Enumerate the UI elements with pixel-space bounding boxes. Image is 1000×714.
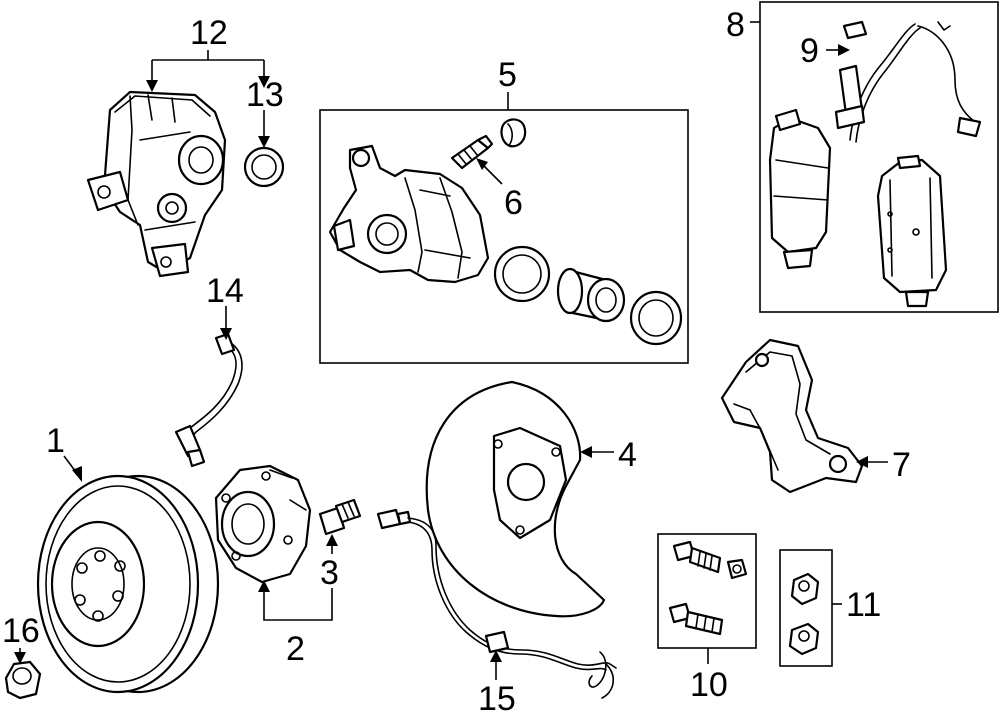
part-10-bolts [668, 540, 748, 636]
part-1-rotor [36, 474, 220, 694]
part-4-splash-shield [425, 380, 606, 618]
callout-12: 12 [190, 14, 228, 52]
part-8-inner-pad [768, 108, 832, 270]
callout-4: 4 [618, 436, 637, 474]
part-5-piston-seal [493, 245, 551, 303]
callout-2: 2 [286, 630, 305, 668]
callout-7: 7 [892, 446, 911, 484]
caliper-assembly-box [319, 109, 689, 364]
leader-lines [14, 21, 888, 680]
callout-5: 5 [498, 56, 517, 94]
part-12-actuator [86, 90, 227, 278]
part-14-brake-hose [174, 332, 243, 468]
part-16-nut [4, 660, 42, 700]
part-5-piston [556, 267, 626, 323]
callout-6: 6 [504, 184, 523, 222]
part-8-outer-pad [876, 154, 948, 308]
part-2-hub-bearing [214, 464, 312, 584]
part-5-caliper [328, 144, 490, 284]
callout-10: 10 [690, 666, 728, 704]
brake-pads-box [759, 1, 999, 313]
callout-8: 8 [726, 6, 745, 44]
bushings-box [779, 549, 833, 667]
part-9-wear-sensor [834, 20, 982, 143]
callout-16: 16 [2, 612, 40, 650]
part-5-dust-boot [629, 290, 683, 346]
part-11-bushings [788, 572, 820, 656]
part-6-bleeder-screw [450, 118, 527, 170]
callout-14: 14 [206, 272, 244, 310]
part-15-speed-sensor [376, 508, 617, 699]
callout-3: 3 [320, 554, 339, 592]
part-7-caliper-bracket [720, 338, 864, 494]
part-13-o-ring [243, 146, 285, 188]
callout-11: 11 [846, 586, 881, 624]
callout-13: 13 [246, 76, 284, 114]
callout-15: 15 [478, 680, 516, 714]
part-3-bolt [318, 498, 362, 536]
callout-9: 9 [800, 32, 819, 70]
bolts-box [657, 533, 757, 649]
callout-1: 1 [46, 422, 65, 460]
